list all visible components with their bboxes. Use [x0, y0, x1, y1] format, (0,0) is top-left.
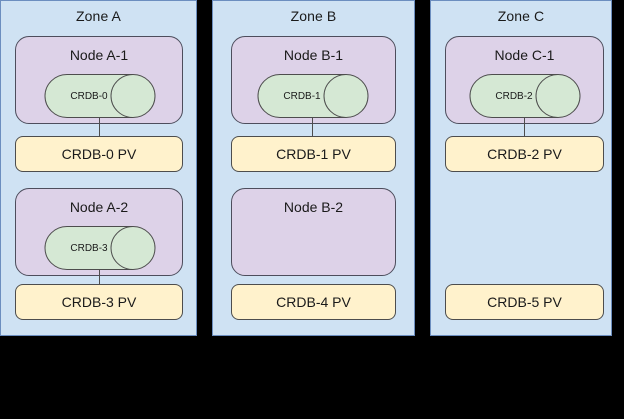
pod-to-pv-connector [99, 270, 100, 288]
zone-title: Zone B [290, 8, 337, 24]
persistent-volume-pv-crdb-1[interactable]: CRDB-1 PV [231, 136, 396, 172]
node-node-b-2[interactable]: Node B-2 [231, 188, 396, 276]
node-title: Node B-2 [283, 199, 344, 215]
crdb-pod-crdb-0[interactable]: CRDB-0 [44, 74, 156, 118]
node-title: Node A-2 [69, 199, 129, 215]
node-title: Node A-1 [69, 47, 129, 63]
zone-title: Zone C [497, 8, 545, 24]
cylinder-icon [44, 226, 156, 270]
zone-title: Zone A [76, 8, 121, 24]
crdb-pod-crdb-1[interactable]: CRDB-1 [257, 74, 369, 118]
persistent-volume-label: CRDB-2 PV [487, 146, 562, 162]
pod-to-pv-connector [524, 118, 525, 136]
pod-to-pv-connector [312, 118, 313, 136]
persistent-volume-label: CRDB-4 PV [276, 294, 351, 310]
persistent-volume-pv-crdb-5[interactable]: CRDB-5 PV [445, 284, 604, 320]
node-title: Node C-1 [494, 47, 555, 63]
cylinder-icon [469, 74, 581, 118]
node-title: Node B-1 [283, 47, 344, 63]
pod-to-pv-connector [99, 118, 100, 136]
crdb-pod-crdb-2[interactable]: CRDB-2 [469, 74, 581, 118]
persistent-volume-label: CRDB-3 PV [61, 294, 137, 310]
persistent-volume-pv-crdb-2[interactable]: CRDB-2 PV [445, 136, 604, 172]
crdb-pod-crdb-3[interactable]: CRDB-3 [44, 226, 156, 270]
cylinder-icon [44, 74, 156, 118]
cylinder-icon [257, 74, 369, 118]
persistent-volume-label: CRDB-5 PV [487, 294, 562, 310]
persistent-volume-pv-crdb-0[interactable]: CRDB-0 PV [15, 136, 183, 172]
persistent-volume-label: CRDB-1 PV [276, 146, 351, 162]
persistent-volume-pv-crdb-3[interactable]: CRDB-3 PV [15, 284, 183, 320]
persistent-volume-pv-crdb-4[interactable]: CRDB-4 PV [231, 284, 396, 320]
persistent-volume-label: CRDB-0 PV [61, 146, 137, 162]
